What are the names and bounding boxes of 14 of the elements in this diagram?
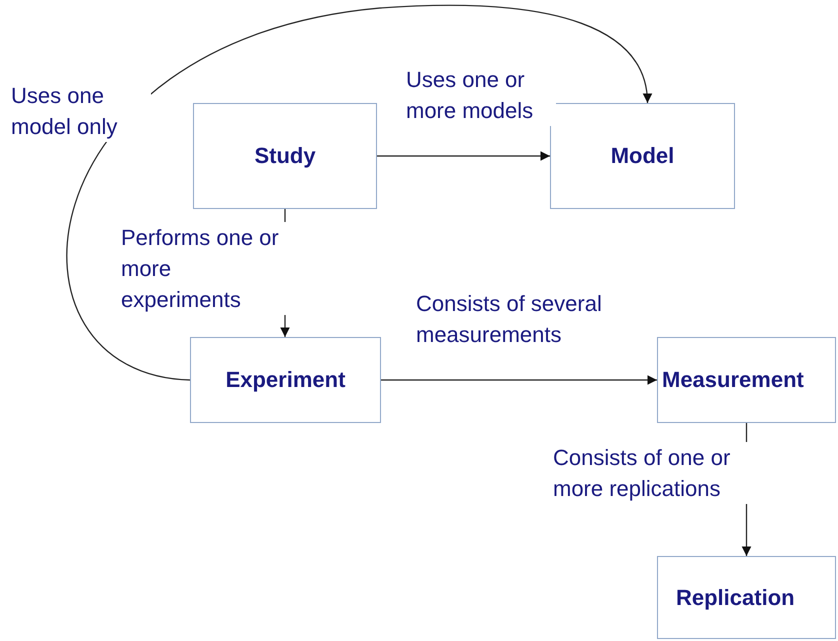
entity-box [657, 337, 836, 423]
entity-name: Model [610, 143, 674, 169]
entity-box [193, 103, 377, 209]
arrow [377, 151, 550, 161]
entity-name: Study [254, 143, 316, 169]
arrow [66, 4, 652, 381]
arrow [381, 375, 657, 385]
edge-label: Performs one or more experiments [121, 222, 286, 315]
entity-name: Measurement [662, 367, 804, 393]
entity-box [550, 103, 735, 209]
entity-name: Experiment [226, 367, 346, 393]
entity-name: Replication [676, 584, 795, 610]
entity-box [190, 337, 381, 423]
entity-box [657, 556, 836, 639]
